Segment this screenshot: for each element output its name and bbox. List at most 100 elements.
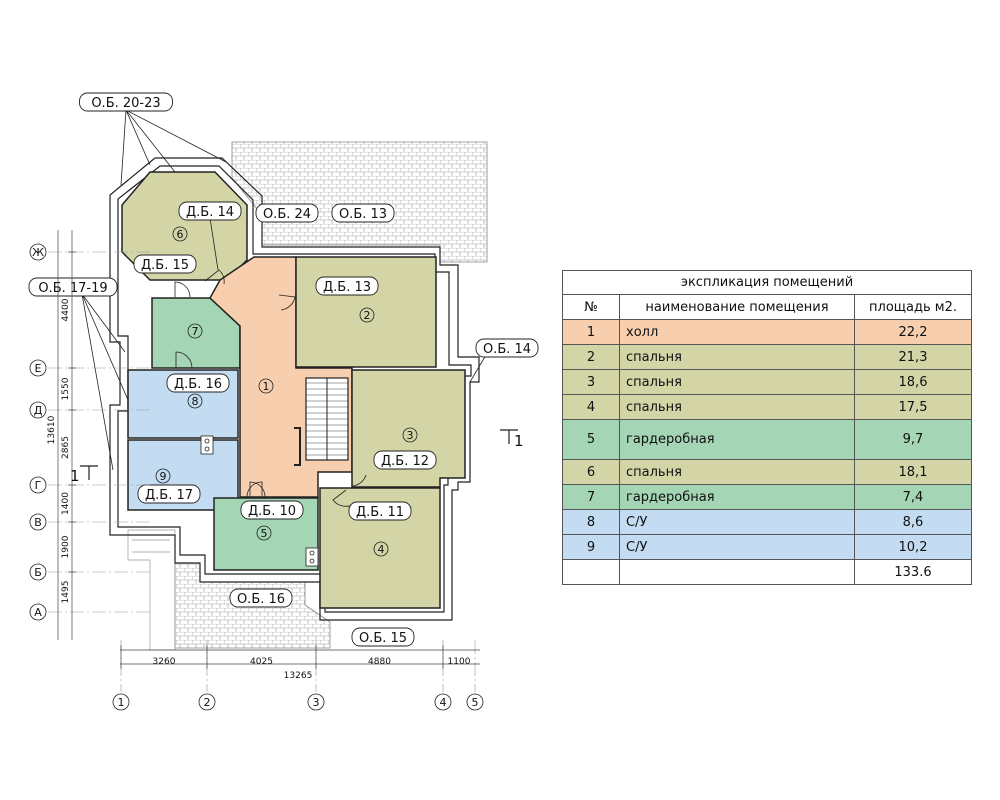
room-name-cell: холл — [619, 319, 855, 345]
dim-vertical-3: 1400 — [61, 492, 71, 515]
grid-row-Ж: Ж — [29, 243, 150, 261]
dim-vertical-2: 2865 — [61, 436, 71, 459]
svg-text:5: 5 — [472, 696, 479, 709]
section-mark-left: 1 — [70, 467, 80, 485]
svg-text:Д.Б. 14: Д.Б. 14 — [186, 205, 234, 220]
svg-text:Г: Г — [35, 479, 42, 492]
svg-text:А: А — [34, 606, 42, 619]
header-room-name: наименование помещения — [619, 294, 855, 320]
tag-о-б-20-23: О.Б. 20-23 — [79, 92, 173, 112]
room-name-cell: спальня — [619, 394, 855, 420]
room-number-cell: 7 — [562, 484, 620, 510]
svg-text:О.Б. 14: О.Б. 14 — [483, 342, 531, 357]
svg-text:О.Б. 13: О.Б. 13 — [339, 207, 387, 222]
svg-text:Е: Е — [35, 362, 42, 375]
tag-о-б-15: О.Б. 15 — [351, 627, 415, 647]
room-number-cell: 6 — [562, 459, 620, 485]
tag-д-б-11: Д.Б. 11 — [348, 501, 412, 521]
tag-о-б-24: О.Б. 24 — [255, 203, 319, 223]
svg-text:О.Б. 24: О.Б. 24 — [263, 207, 311, 222]
svg-text:О.Б. 16: О.Б. 16 — [237, 592, 285, 607]
room-name-cell: гардеробная — [619, 419, 855, 460]
room-number-cell: 4 — [562, 394, 620, 420]
section-mark-right: 1 — [514, 432, 524, 450]
svg-text:1: 1 — [263, 380, 270, 393]
room-name-cell: спальня — [619, 344, 855, 370]
tag-д-б-10: Д.Б. 10 — [240, 500, 304, 520]
total-empty-1 — [562, 559, 620, 585]
tag-д-б-13: Д.Б. 13 — [315, 276, 379, 296]
room-area-cell: 17,5 — [854, 394, 972, 420]
explication-table: экспликация помещений № наименование пом… — [562, 270, 972, 585]
room-number-cell: 8 — [562, 509, 620, 535]
room-area-cell: 22,2 — [854, 319, 972, 345]
tag-о-б-13: О.Б. 13 — [331, 203, 395, 223]
room-number-8: 8 — [187, 393, 203, 409]
svg-text:Д.Б. 10: Д.Б. 10 — [248, 504, 296, 519]
grid-row-Е: Е — [29, 359, 150, 377]
room-area-cell: 8,6 — [854, 509, 972, 535]
svg-text:Д: Д — [34, 404, 43, 417]
tag-д-б-14: Д.Б. 14 — [178, 201, 242, 221]
door-swings — [174, 269, 367, 507]
room-name-cell: спальня — [619, 459, 855, 485]
dim-horizontal-0: 3260 — [153, 657, 176, 667]
svg-text:3: 3 — [313, 696, 320, 709]
section-marks — [80, 429, 518, 480]
rooms — [121, 171, 466, 609]
tag-д-б-17: Д.Б. 17 — [137, 484, 201, 504]
svg-text:Ж: Ж — [32, 246, 44, 259]
staircase — [294, 377, 349, 466]
room-number-7: 7 — [187, 323, 203, 339]
dim-horizontal-1: 4025 — [250, 657, 273, 667]
explication-title: экспликация помещений — [562, 270, 972, 295]
svg-text:5: 5 — [261, 527, 268, 540]
room-area-cell: 10,2 — [854, 534, 972, 560]
dim-vertical-4: 1900 — [61, 535, 71, 558]
room-number-5: 5 — [256, 525, 272, 541]
header-area: площадь м2. — [854, 294, 972, 320]
svg-text:Д.Б. 12: Д.Б. 12 — [381, 454, 429, 469]
room-number-4: 4 — [373, 541, 389, 557]
room-area-cell: 18,6 — [854, 369, 972, 395]
svg-text:8: 8 — [192, 395, 199, 408]
grid-row-В: В — [29, 513, 150, 531]
room-number-6: 6 — [172, 226, 188, 242]
room-number-cell: 5 — [562, 419, 620, 460]
room-number-9: 9 — [155, 468, 171, 484]
svg-text:4: 4 — [440, 696, 447, 709]
grid-row-Г: Г — [29, 476, 150, 494]
svg-text:О.Б. 15: О.Б. 15 — [359, 631, 407, 646]
porch-outline — [127, 529, 176, 651]
room-number-cell: 3 — [562, 369, 620, 395]
svg-text:4: 4 — [378, 543, 385, 556]
svg-text:Д.Б. 15: Д.Б. 15 — [141, 258, 189, 273]
grid-axes-rows: Ж Е Д Г В Б А — [29, 243, 150, 621]
tags: О.Б. 20-23Д.Б. 14 О.Б. 24 О.Б. 13 Д.Б. 15 О.… — [28, 92, 539, 647]
room-name-cell: спальня — [619, 369, 855, 395]
dim-vertical-total: 13610 — [47, 415, 57, 444]
total-empty-2 — [619, 559, 855, 585]
svg-text:О.Б. 20-23: О.Б. 20-23 — [91, 96, 160, 111]
svg-text:Б: Б — [34, 566, 42, 579]
room-number-cell: 1 — [562, 319, 620, 345]
svg-text:О.Б. 17-19: О.Б. 17-19 — [38, 281, 107, 296]
tag-о-б-16: О.Б. 16 — [229, 588, 293, 608]
room-2 — [295, 256, 437, 368]
room-number-cell: 2 — [562, 344, 620, 370]
tag-о-б-14: О.Б. 14 — [475, 338, 539, 358]
dim-horizontal-total: 13265 — [284, 671, 313, 681]
svg-text:6: 6 — [177, 228, 184, 241]
svg-text:7: 7 — [192, 325, 199, 338]
room-area-cell: 21,3 — [854, 344, 972, 370]
header-number: № — [562, 294, 620, 320]
